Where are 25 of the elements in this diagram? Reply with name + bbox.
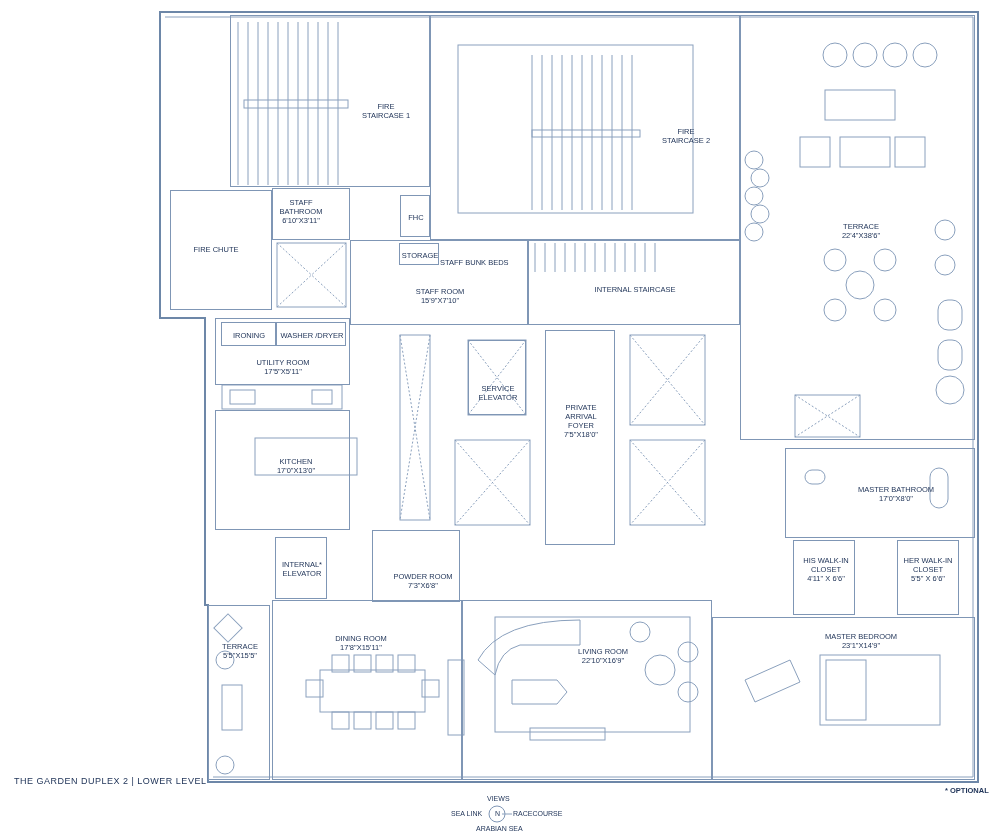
room-outline (712, 617, 975, 780)
plan-title: THE GARDEN DUPLEX 2 | LOWER LEVEL (14, 776, 207, 786)
room-outline (528, 240, 740, 325)
room-outline (740, 15, 975, 440)
room-outline (399, 243, 439, 265)
room-outline (793, 540, 855, 615)
room-outline (230, 15, 430, 187)
room-outline (897, 540, 959, 615)
room-outline (215, 410, 350, 530)
room-outline (350, 240, 528, 325)
room-outline (272, 188, 350, 240)
room-outline (276, 322, 346, 346)
room-outline (430, 15, 740, 240)
room-outline (545, 330, 615, 545)
room-outline (221, 322, 276, 346)
room-outline (372, 530, 460, 602)
room-outline (170, 190, 272, 310)
room-outline (272, 600, 462, 780)
room-outline (208, 605, 270, 780)
room-outline (785, 448, 975, 538)
room-outline (400, 195, 430, 237)
room-outline (215, 318, 350, 385)
room-outline (275, 537, 327, 599)
room-outline (462, 600, 712, 780)
room-outline (468, 340, 526, 415)
